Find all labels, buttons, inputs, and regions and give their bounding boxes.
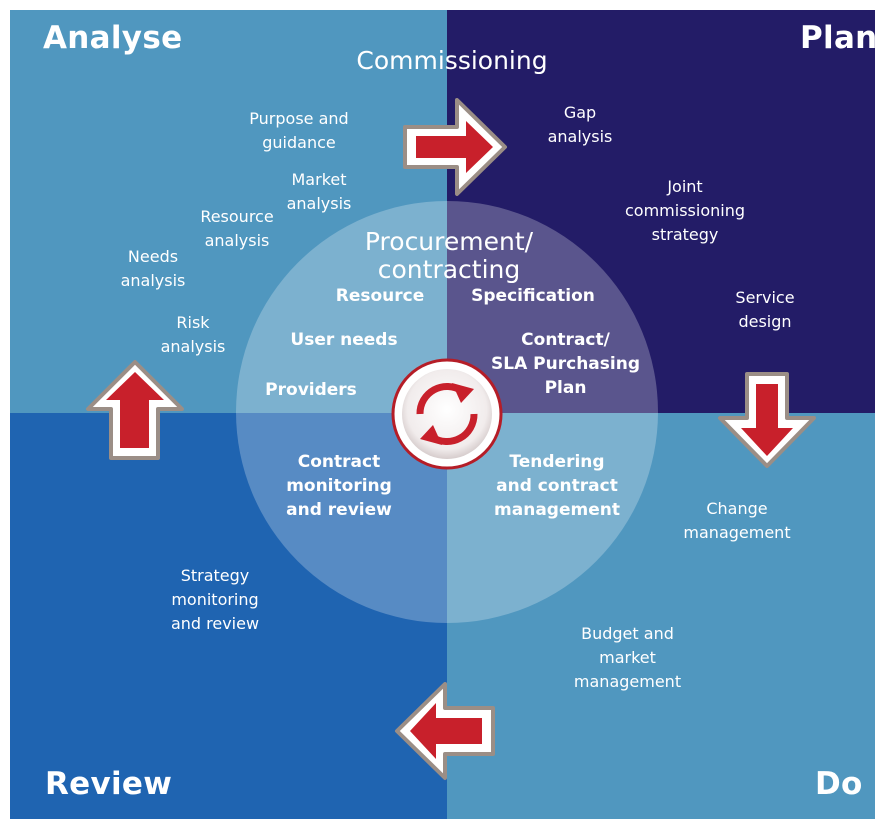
- arrow-up-icon: [86, 360, 184, 460]
- arrow-down-icon: [718, 372, 816, 468]
- label-budget-market: Budget and market management: [573, 624, 682, 691]
- procurement-title: Procurement/ contracting: [364, 227, 534, 284]
- label-specification: Specification: [471, 286, 595, 306]
- commissioning-title: Commissioning: [356, 46, 548, 75]
- quadrant-title-do: Do: [815, 766, 863, 802]
- label-contract-sla: Contract/ SLA Purchasing Plan: [491, 330, 640, 398]
- label-tendering: Tendering and contract management: [494, 452, 620, 520]
- quadrant-analyse: [10, 10, 447, 413]
- label-purpose-guidance: Purpose and guidance: [249, 109, 349, 152]
- label-needs-analysis: Needs analysis: [120, 247, 186, 290]
- arrow-right-icon: [403, 98, 507, 196]
- quadrant-title-plan: Plan: [800, 20, 875, 56]
- label-user-needs: User needs: [290, 330, 398, 350]
- label-strategy-monitoring: Strategy monitoring and review: [170, 566, 260, 633]
- label-providers: Providers: [265, 380, 357, 400]
- refresh-cycle-icon: [391, 358, 503, 470]
- label-contract-monitoring: Contract monitoring and review: [286, 452, 392, 520]
- quadrant-do: [447, 413, 875, 819]
- label-joint-commissioning: Joint commissioning strategy: [625, 177, 745, 244]
- quadrant-review: [10, 413, 447, 819]
- quadrant-plan: [447, 10, 875, 413]
- label-gap-analysis: Gap analysis: [547, 103, 613, 146]
- quadrant-title-review: Review: [45, 766, 173, 802]
- arrow-left-icon: [395, 682, 495, 780]
- label-market-analysis: Market analysis: [286, 170, 352, 213]
- label-change-management: Change management: [683, 499, 791, 542]
- label-resource-analysis: Resource analysis: [200, 207, 274, 250]
- label-service-design: Service design: [735, 288, 795, 331]
- label-risk-analysis: Risk analysis: [160, 313, 226, 356]
- quadrant-title-analyse: Analyse: [43, 20, 183, 56]
- label-resource: Resource: [335, 286, 425, 306]
